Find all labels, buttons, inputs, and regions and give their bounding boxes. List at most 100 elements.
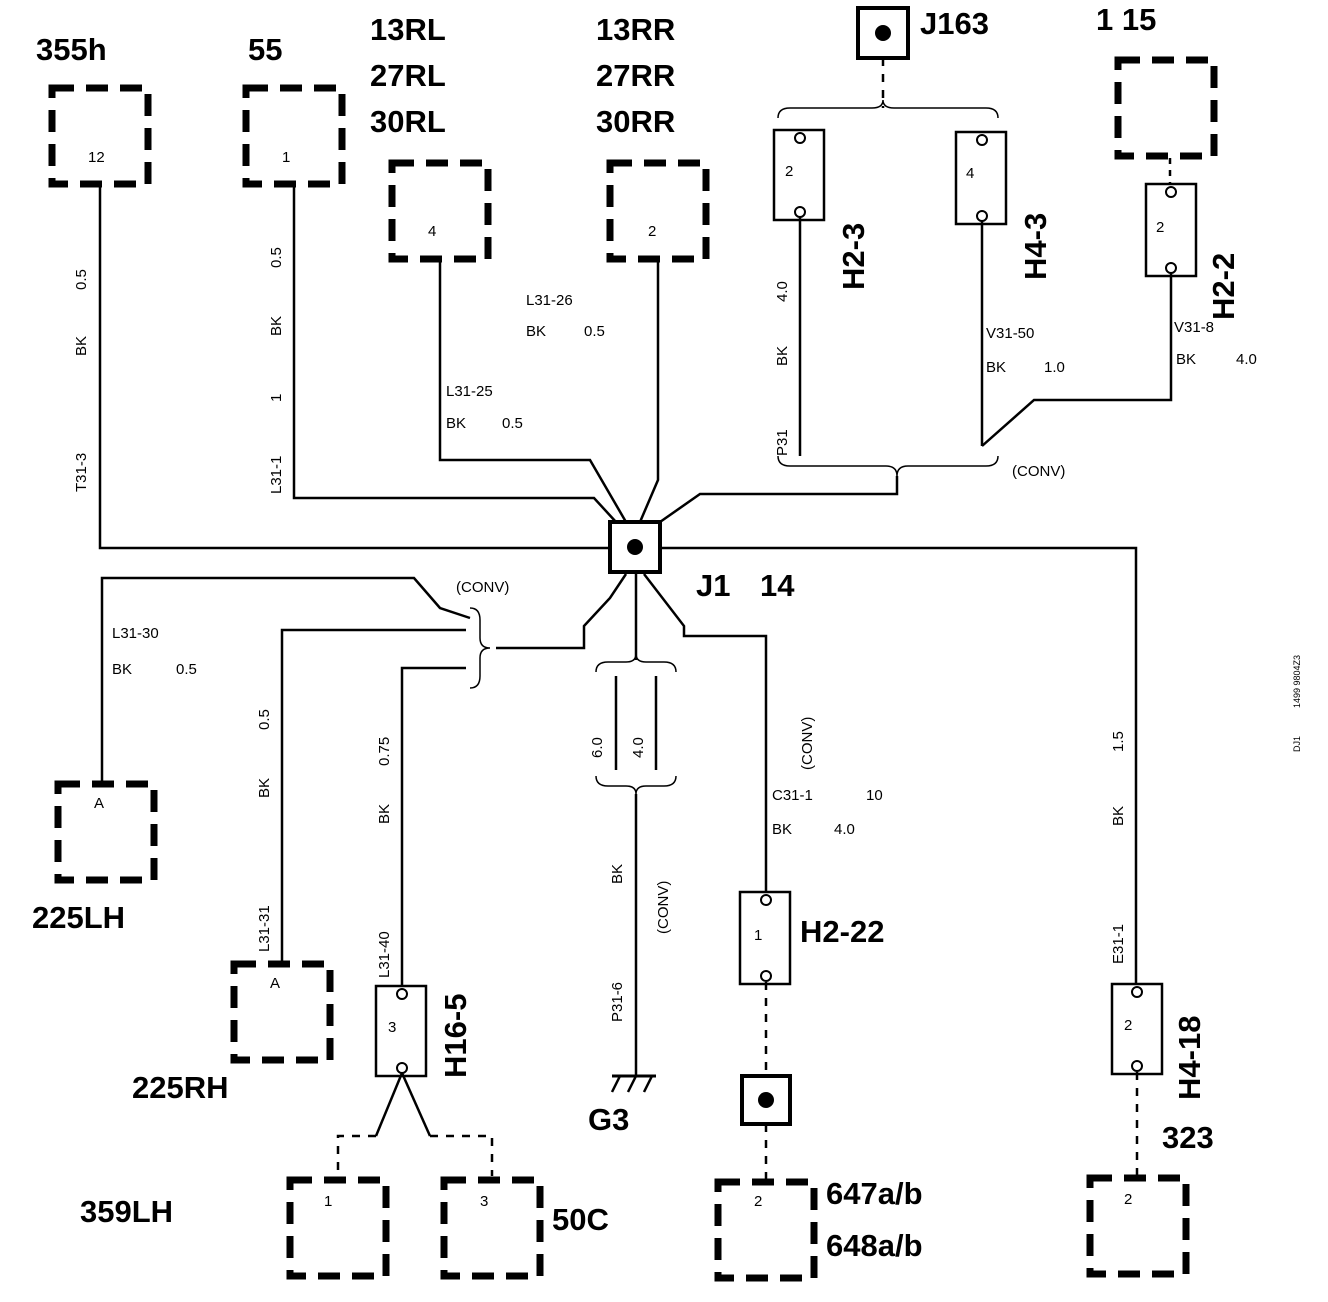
splice-j1-pin: 14 — [760, 568, 795, 603]
connector-rl: 13RL 27RL 30RL 4 — [370, 12, 492, 263]
inline-connector-h4-18: 2 H4-18 323 — [1110, 982, 1214, 1176]
v31-50-color: BK — [986, 359, 1006, 376]
p31-6-conv: (CONV) — [655, 881, 672, 934]
c31-1-pin: 10 — [866, 787, 883, 804]
v31-8-id: V31-8 — [1174, 319, 1214, 336]
c31-1-size: 4.0 — [834, 821, 855, 838]
pin-4-label: 4 — [428, 223, 436, 240]
ground-size-a: 6.0 — [589, 737, 606, 758]
v31-50-id: V31-50 — [986, 325, 1034, 342]
h2-3-pin: 2 — [785, 163, 793, 180]
v31-50-size: 1.0 — [1044, 359, 1065, 376]
l31-26-id: L31-26 — [526, 292, 573, 309]
l31-26-size: 0.5 — [584, 323, 605, 340]
c31-1-conv: (CONV) — [799, 717, 816, 770]
splice-lower — [740, 1074, 792, 1180]
connector-355h-label: 355h — [36, 32, 107, 67]
l31-31-color: BK — [256, 778, 273, 798]
connector-648-label: 648a/b — [826, 1228, 923, 1263]
h2-22-pin: 1 — [754, 927, 762, 944]
connector-55-label: 55 — [248, 32, 282, 67]
connector-30rl-label: 30RL — [370, 104, 446, 139]
inline-connector-h2-2: 2 H2-2 — [1144, 182, 1241, 320]
l31-31-size: 0.5 — [256, 709, 273, 730]
ground-g3-label: G3 — [588, 1102, 629, 1137]
connector-225lh: A 225LH — [32, 780, 158, 935]
l31-40-id: L31-40 — [376, 931, 393, 978]
l31-1-color: BK — [268, 316, 285, 336]
l31-30-id: L31-30 — [112, 625, 159, 642]
conv-left: (CONV) — [456, 579, 509, 596]
t31-color: BK — [73, 336, 90, 356]
connector-323: 2 — [1086, 1174, 1190, 1278]
connector-rr: 13RR 27RR 30RR 2 — [596, 12, 710, 263]
l31-25-color: BK — [446, 415, 466, 432]
connector-13rr-label: 13RR — [596, 12, 675, 47]
50c-pin: 3 — [480, 1193, 488, 1210]
e31-1-size: 1.5 — [1110, 731, 1127, 752]
splice-j1-label: J1 — [696, 568, 730, 603]
connector-55: 55 1 — [242, 32, 346, 188]
p31-id: P31 — [774, 429, 791, 456]
l31-1-size: 0.5 — [268, 247, 285, 268]
l31-31-id: L31-31 — [256, 905, 273, 952]
v31-8-size: 4.0 — [1236, 351, 1257, 368]
connector-27rl-label: 27RL — [370, 58, 446, 93]
connector-30rr-label: 30RR — [596, 104, 675, 139]
h2-2-label: H2-2 — [1206, 253, 1241, 320]
connector-50c: 3 50C — [440, 1176, 609, 1280]
l31-25-id: L31-25 — [446, 383, 493, 400]
connector-225lh-label: 225LH — [32, 900, 125, 935]
connector-647-648: 2 647a/b 648a/b — [714, 1176, 923, 1282]
323-pin: 2 — [1124, 1191, 1132, 1208]
e31-1-color: BK — [1110, 806, 1127, 826]
inline-connector-h2-3: 2 H2-3 — [772, 128, 871, 290]
h2-22-label: H2-22 — [800, 914, 884, 949]
225lh-pin: A — [94, 795, 104, 812]
connector-355h: 355h 12 — [36, 32, 152, 188]
connector-13rl-label: 13RL — [370, 12, 446, 47]
connector-115-label: 1 15 — [1096, 2, 1156, 37]
h4-3-pin: 4 — [966, 165, 974, 182]
splice-j163: J163 — [777, 6, 999, 119]
connector-225rh: A 225RH — [132, 960, 334, 1105]
l31-40-size: 0.75 — [376, 737, 393, 766]
l31-25-size: 0.5 — [502, 415, 523, 432]
h16-5-label: H16-5 — [438, 994, 473, 1078]
ground-g3: G3 — [588, 1074, 656, 1137]
pin-2-label: 2 — [648, 223, 656, 240]
359lh-pin: 1 — [324, 1193, 332, 1210]
splice-j163-label: J163 — [920, 6, 989, 41]
connector-359lh-label: 359LH — [80, 1194, 173, 1229]
h16-5-pin: 3 — [388, 1019, 396, 1036]
225rh-pin: A — [270, 975, 280, 992]
647-pin: 2 — [754, 1193, 762, 1210]
l31-1-id: L31-1 — [268, 456, 285, 494]
l31-30-size: 0.5 — [176, 661, 197, 678]
p31-size: 4.0 — [774, 281, 791, 302]
connector-50c-label: 50C — [552, 1202, 609, 1237]
pin-1-label: 1 — [282, 149, 290, 166]
c31-1-id: C31-1 — [772, 787, 813, 804]
l31-30-color: BK — [112, 661, 132, 678]
connector-647-label: 647a/b — [826, 1176, 923, 1211]
connector-359lh: 1 359LH — [80, 1176, 390, 1280]
ground-size-b: 4.0 — [630, 737, 647, 758]
h2-2-pin: 2 — [1156, 219, 1164, 236]
h2-3-label: H2-3 — [836, 223, 871, 290]
inline-connector-h2-22: 1 H2-22 — [738, 890, 884, 1076]
splice-j1: J1 14 — [608, 520, 795, 603]
p31-color: BK — [774, 346, 791, 366]
h4-3-label: H4-3 — [1018, 213, 1053, 280]
inline-connector-h4-3: 4 H4-3 — [954, 130, 1053, 280]
inline-connector-h16-5: 3 H16-5 — [336, 984, 494, 1176]
h4-18-label: H4-18 — [1172, 1016, 1207, 1100]
t31-size: 0.5 — [73, 269, 90, 290]
l31-40-color: BK — [376, 804, 393, 824]
c31-1-color: BK — [772, 821, 792, 838]
p31-6-color: BK — [609, 864, 626, 884]
connector-323-label: 323 — [1162, 1120, 1214, 1155]
connector-115: 1 15 — [1096, 2, 1218, 184]
e31-1-id: E31-1 — [1110, 924, 1127, 964]
